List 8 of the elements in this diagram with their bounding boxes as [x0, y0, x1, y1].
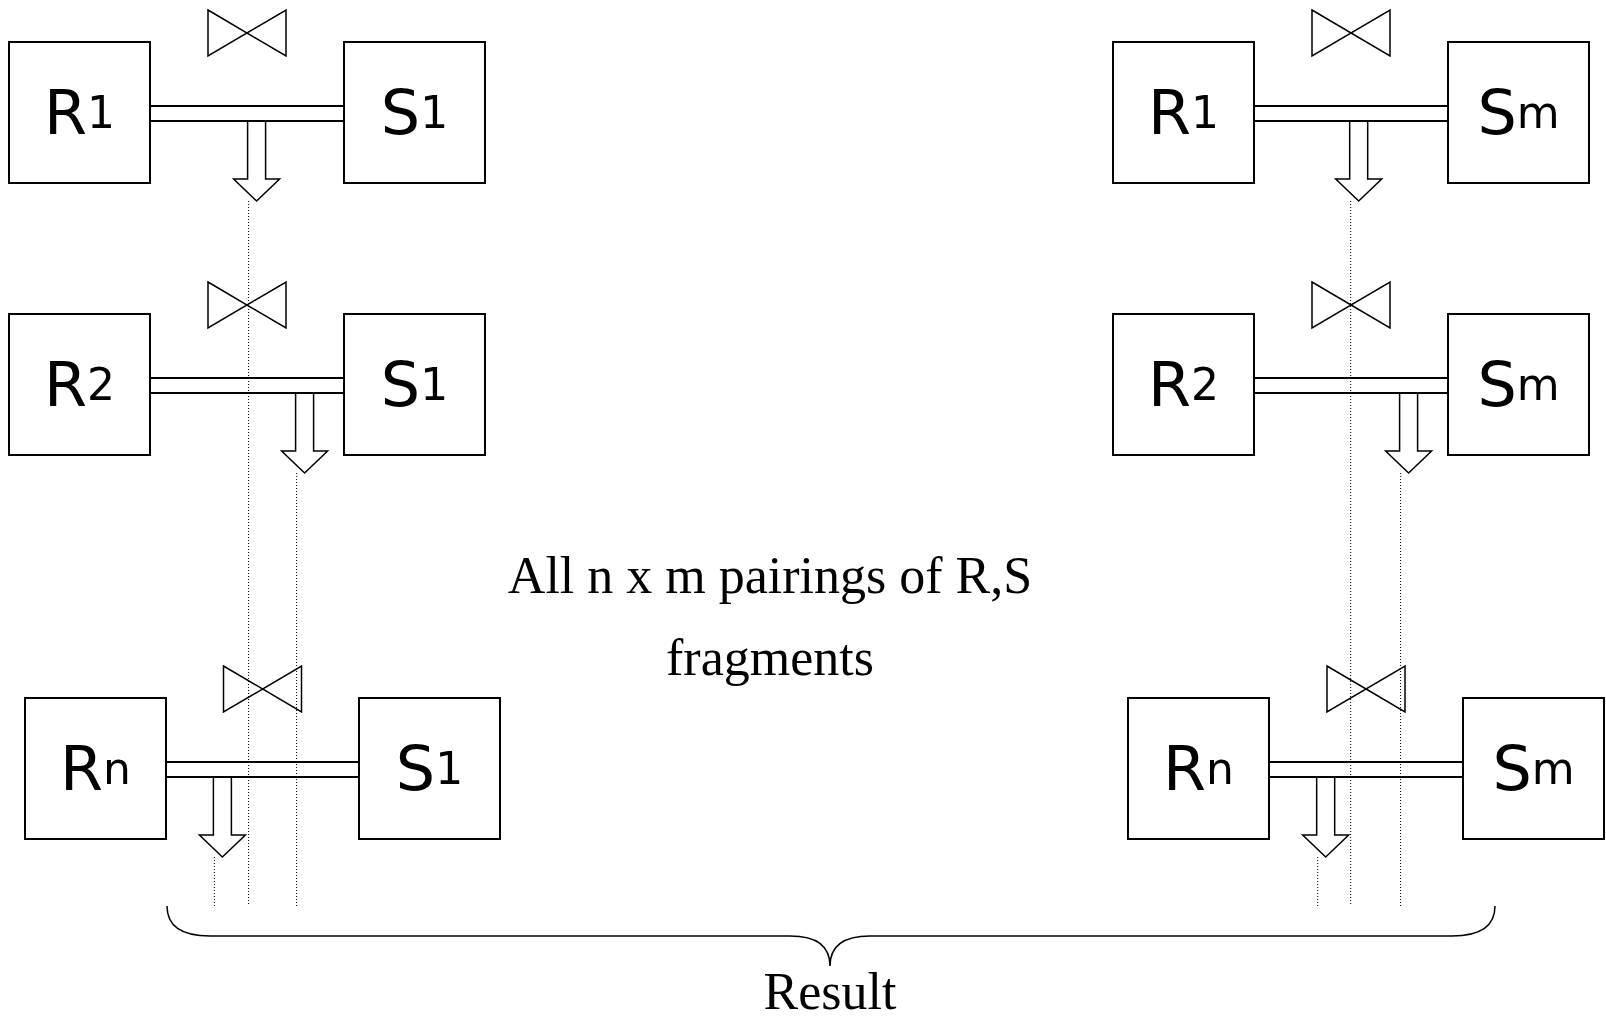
double-line-connector	[150, 377, 344, 394]
double-line-connector	[150, 105, 344, 122]
double-line-connector	[1254, 377, 1448, 394]
double-line-connector	[1269, 761, 1463, 778]
double-line-connector	[166, 761, 359, 778]
note-text: All n x m pairings of R,S fragments	[506, 546, 1034, 688]
double-line-connector	[1254, 105, 1448, 122]
result-label: Result	[762, 962, 898, 1022]
